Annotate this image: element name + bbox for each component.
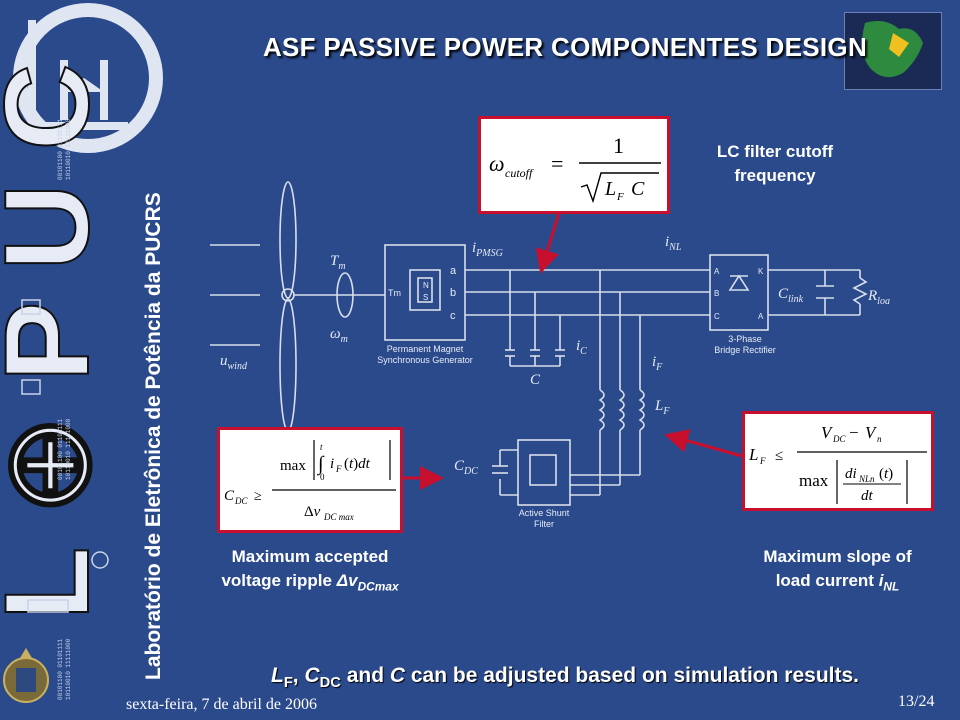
svg-text:cutoff: cutoff: [505, 166, 534, 180]
university-crest-icon: [3, 648, 49, 703]
svg-text:B: B: [714, 289, 719, 298]
svg-text:≤: ≤: [775, 448, 783, 464]
cdc-formula: C DC ≥ max t ∫ 0 i F (t)dt Δv DC max: [224, 440, 396, 522]
svg-text:c: c: [450, 310, 456, 322]
rload-label: Rload: [867, 288, 890, 307]
svg-text:L: L: [748, 445, 758, 464]
svg-text:C: C: [224, 488, 235, 504]
svg-text:3-Phase: 3-Phase: [728, 334, 762, 344]
svg-text:K: K: [758, 267, 764, 276]
svg-text:(t)dt: (t)dt: [344, 456, 371, 472]
lab-name-vertical: Laboratório de Eletrônica de Potência da…: [142, 192, 165, 680]
svg-text:F: F: [335, 464, 342, 474]
ipmsg-label: iPMSG: [472, 240, 503, 259]
conference-logo: [844, 12, 942, 90]
svg-text:10110010 11111000: 10110010 11111000: [65, 418, 72, 480]
cdc-label: CDC: [454, 458, 478, 477]
svg-text:F: F: [616, 191, 624, 203]
circuit-diagram: Tm ωm uwind iPMSG iNL iC iF LF C CDC Cli…: [210, 181, 890, 529]
svg-text:DC: DC: [832, 434, 846, 444]
svg-text:V: V: [865, 423, 878, 442]
inl-label: iNL: [665, 234, 682, 253]
slope-caption: Maximum slope of load current iNL: [763, 547, 912, 594]
lf-formula-box: L F ≤ V DC − V n max di NLn (t) dt: [742, 411, 934, 511]
svg-text:NLn: NLn: [858, 474, 875, 484]
svg-text:00101100 01101111: 00101100 01101111: [57, 638, 64, 700]
cutoff-caption: LC filter cutoff frequency: [716, 142, 834, 185]
svg-text:N: N: [423, 281, 429, 290]
logo-letters: L ⊕ P U C: [0, 64, 114, 620]
svg-text:0: 0: [320, 472, 325, 482]
svg-text:i: i: [330, 456, 334, 472]
svg-text:a: a: [450, 265, 457, 277]
clink-label: Clink: [778, 286, 804, 305]
svg-text:00101100 01101111: 00101100 01101111: [57, 118, 64, 180]
svg-text:Active Shunt: Active Shunt: [519, 508, 570, 518]
svg-text:F: F: [759, 456, 766, 466]
conclusion-text: LF, CDC and C can be adjusted based on s…: [270, 664, 859, 692]
svg-text:(t): (t): [879, 466, 893, 482]
if-label: iF: [652, 354, 663, 373]
svg-text:V: V: [821, 423, 834, 442]
cutoff-formula: ω cutoff = 1 L F C: [489, 133, 661, 204]
speed-label: ωm: [330, 326, 348, 345]
svg-text:=: =: [551, 151, 563, 176]
svg-text:1: 1: [613, 133, 624, 158]
svg-text:di: di: [845, 466, 857, 482]
cdc-formula-box: C DC ≥ max t ∫ 0 i F (t)dt Δv DC max: [217, 427, 403, 533]
page-number: 13/24: [898, 693, 935, 710]
svg-text:Synchronous Generator: Synchronous Generator: [377, 355, 473, 365]
lpuc-logo: L ⊕ P U C 00101100 01101111 10110010 111…: [0, 0, 170, 720]
svg-text:A: A: [758, 312, 764, 321]
svg-text:10110010 11111000: 10110010 11111000: [65, 638, 72, 700]
svg-text:b: b: [450, 287, 456, 299]
svg-text:00101100 01101111: 00101100 01101111: [57, 418, 64, 480]
wind-speed-label: uwind: [220, 353, 248, 372]
svg-text:−: −: [849, 423, 859, 442]
lf-formula: L F ≤ V DC − V n max di NLn (t) dt: [748, 423, 927, 504]
svg-text:Tm: Tm: [388, 288, 401, 298]
svg-text:t: t: [320, 442, 323, 452]
svg-text:Permanent Magnet: Permanent Magnet: [387, 344, 464, 354]
svg-text:≥: ≥: [254, 489, 262, 504]
lab-name: Laboratório de Eletrônica de Potência da…: [142, 192, 165, 680]
cutoff-formula-box: ω cutoff = 1 L F C: [478, 116, 670, 214]
svg-text:10110010 11111000: 10110010 11111000: [65, 118, 72, 180]
svg-text:S: S: [423, 293, 428, 302]
turbine-blade: [279, 298, 297, 432]
slide-title: ASF PASSIVE POWER COMPONENTES DESIGN: [262, 32, 868, 62]
ripple-caption: Maximum accepted voltage ripple ΔvDCmax: [221, 547, 399, 594]
svg-text:DC: DC: [234, 496, 248, 506]
svg-text:Filter: Filter: [534, 519, 554, 529]
svg-text:A: A: [714, 267, 720, 276]
svg-text:L: L: [604, 178, 616, 200]
c-label: C: [530, 372, 541, 388]
svg-text:max: max: [280, 458, 306, 474]
svg-text:dt: dt: [861, 488, 874, 504]
svg-text:C: C: [714, 312, 720, 321]
turbine-blade: [279, 181, 297, 299]
footer-date: sexta-feira, 7 de abril de 2006: [126, 696, 318, 713]
svg-text:∫: ∫: [316, 453, 325, 476]
svg-text:C: C: [631, 178, 645, 200]
lf-label: LF: [654, 398, 670, 417]
svg-text:DC max: DC max: [323, 512, 354, 522]
ic-label: iC: [576, 338, 587, 357]
torque-label: Tm: [330, 253, 346, 272]
svg-text:Bridge Rectifier: Bridge Rectifier: [714, 345, 776, 355]
svg-text:max: max: [799, 471, 829, 490]
svg-text:n: n: [877, 434, 882, 444]
svg-text:Δv: Δv: [304, 504, 321, 520]
svg-text:ω: ω: [489, 151, 505, 176]
